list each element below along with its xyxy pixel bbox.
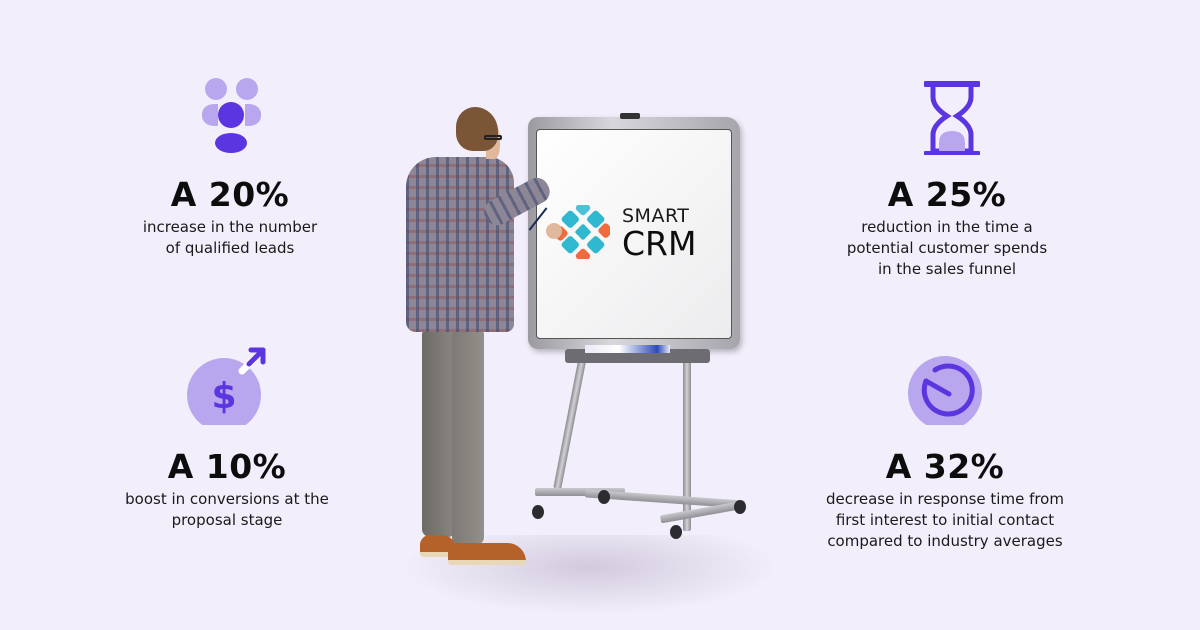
group-users-icon	[190, 75, 270, 155]
stat-qualified-leads: A 20% increase in the number of qualifie…	[80, 75, 380, 259]
stat-headline: A 32%	[885, 447, 1005, 486]
easel-base	[535, 488, 625, 496]
shoe	[420, 535, 456, 557]
board-clip	[620, 113, 640, 119]
smart-crm-logo-text: SMART CRM	[622, 205, 697, 263]
caster-wheel	[734, 500, 746, 514]
desc-line: of qualified leads	[165, 239, 295, 257]
desc-line: reduction in the time a	[861, 218, 1033, 236]
stat-description: boost in conversions at the proposal sta…	[77, 489, 377, 531]
caster-wheel	[598, 490, 610, 504]
stat-sales-funnel-time: A 25% reduction in the time a potential …	[797, 75, 1097, 280]
plaid-shirt	[406, 157, 514, 332]
caster-wheel	[532, 505, 544, 519]
marker-tray	[565, 345, 710, 363]
easel-leg	[553, 360, 586, 490]
desc-line: boost in conversions at the	[125, 490, 329, 508]
pants	[452, 327, 484, 545]
desc-line: potential customer spends	[846, 239, 1048, 257]
shoe	[448, 543, 526, 565]
hourglass-icon	[907, 75, 987, 157]
pants	[422, 327, 456, 537]
hair	[456, 107, 498, 151]
whiteboard-surface	[536, 129, 732, 339]
glasses	[484, 135, 502, 140]
desc-line: increase in the number	[142, 218, 318, 236]
whiteboard-illustration: SMART CRM	[380, 95, 780, 615]
dollar-growth-icon: $	[187, 345, 267, 432]
desc-line: compared to industry averages	[827, 532, 1063, 550]
stat-headline: A 25%	[887, 175, 1007, 214]
svg-text:$: $	[211, 376, 236, 417]
stat-description: decrease in response time from first int…	[795, 489, 1095, 552]
stat-conversions: $ A 10% boost in conversions at the prop…	[77, 345, 377, 531]
tray-paper	[585, 345, 670, 353]
smart-crm-logo-icon	[553, 200, 613, 264]
caster-wheel	[670, 525, 682, 539]
logo-crm: CRM	[622, 224, 697, 263]
desc-line: in the sales funnel	[877, 260, 1016, 278]
easel-leg	[683, 361, 691, 531]
stat-description: increase in the number of qualified lead…	[80, 217, 380, 259]
desc-line: first interest to initial contact	[835, 511, 1055, 529]
presenter-figure	[398, 95, 562, 575]
stat-headline: A 20%	[170, 175, 290, 214]
timer-icon	[905, 345, 985, 430]
hand	[546, 223, 562, 239]
desc-line: decrease in response time from	[826, 490, 1064, 508]
logo-smart: SMART	[622, 205, 690, 227]
stat-headline: A 10%	[167, 447, 287, 486]
stat-description: reduction in the time a potential custom…	[797, 217, 1097, 280]
desc-line: proposal stage	[171, 511, 283, 529]
stat-response-time: A 32% decrease in response time from fir…	[795, 345, 1095, 552]
